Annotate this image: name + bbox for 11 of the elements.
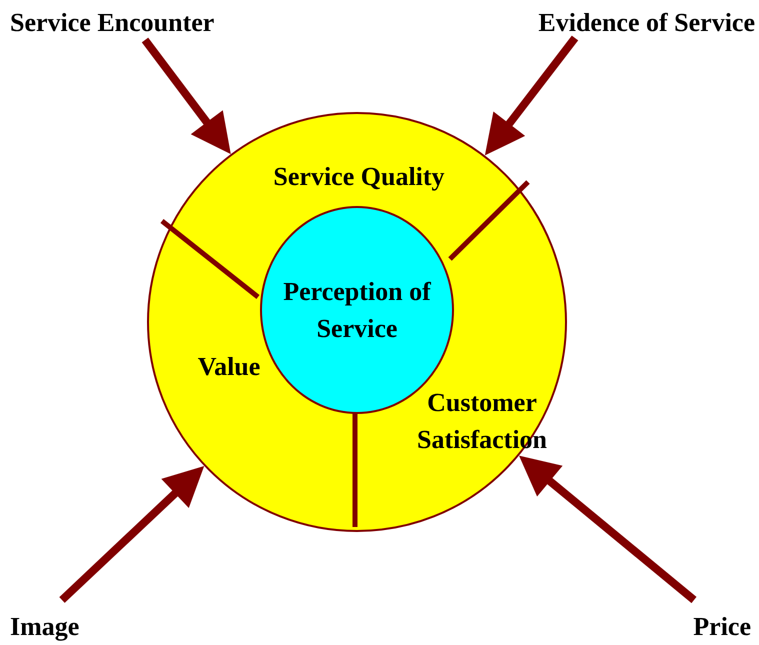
label-text: Price (693, 612, 751, 642)
arrow (484, 36, 578, 156)
segment-label: Value (196, 351, 262, 383)
circle-label: Perception of Service (282, 276, 432, 345)
segment-label: Service Quality (272, 161, 446, 193)
label-text: Evidence of Service (538, 8, 755, 38)
arrow (142, 38, 231, 154)
label-text: Service Encounter (10, 8, 214, 38)
arrow (59, 466, 204, 603)
label-text: Image (10, 612, 80, 642)
arrow (519, 456, 696, 604)
